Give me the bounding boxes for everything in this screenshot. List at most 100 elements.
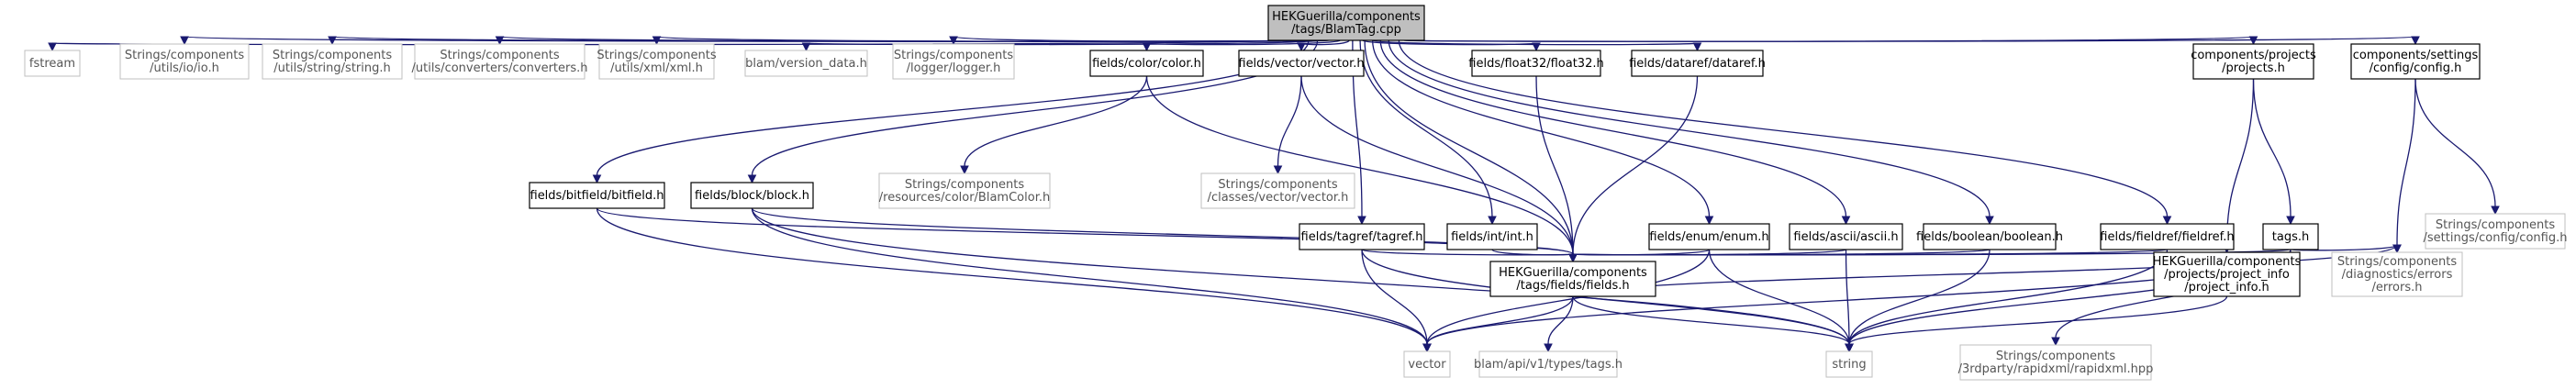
node-box [1631, 50, 1764, 77]
node-label: HEKGuerilla/components [1272, 10, 1421, 24]
node-label: fields/color/color.h [1092, 57, 1201, 71]
node-label: /classes/vector/vector.h [1208, 191, 1349, 205]
node-label: Strings/components [597, 49, 716, 62]
node-label: fields/bitfield/bitfield.h [530, 189, 664, 203]
edge-tagref-to-vector_std [1361, 249, 1432, 353]
node-box [2425, 213, 2566, 250]
node-box [1267, 5, 1425, 41]
node-label: fields/boolean/boolean.h [1916, 230, 2063, 244]
node-box [529, 182, 665, 209]
node-label: Strings/components [905, 178, 1024, 192]
node-bitfield[interactable]: fields/bitfield/bitfield.h [529, 182, 665, 209]
node-label: /diagnostics/errors [2342, 268, 2453, 282]
node-box [744, 50, 868, 77]
node-errors: Strings/components/diagnostics/errors/er… [2331, 251, 2463, 297]
node-label: /utils/string/string.h [273, 61, 390, 75]
node-box [119, 43, 250, 80]
node-dataref[interactable]: fields/dataref/dataref.h [1629, 50, 1766, 77]
node-settings_config: Strings/components/settings/config/confi… [2424, 213, 2567, 250]
node-box [414, 43, 585, 80]
node-color[interactable]: fields/color/color.h [1089, 50, 1204, 77]
node-tagref[interactable]: fields/tagref/tagref.h [1299, 223, 1425, 250]
node-blamcolor: Strings/components/resources/color/BlamC… [878, 172, 1051, 209]
node-box [24, 50, 81, 77]
node-label: fields/block/block.h [695, 189, 809, 203]
node-label: /utils/io/io.h [150, 61, 219, 75]
edge-config-to-settings_config [2414, 78, 2500, 216]
node-label: fields/ascii/ascii.h [1793, 230, 1898, 244]
edge-root-to-config [1412, 36, 2420, 46]
node-box [2350, 43, 2481, 80]
node-label: fields/tagref/tagref.h [1301, 230, 1423, 244]
node-vector_h[interactable]: fields/vector/vector.h [1238, 50, 1365, 77]
node-label: /config/config.h [2370, 61, 2462, 75]
node-label: blam/version_data.h [745, 57, 867, 71]
edge-enum_h-to-fields_h [1568, 249, 1711, 263]
edge-root-to-version [801, 39, 1321, 52]
node-fields_h[interactable]: HEKGuerilla/components/tags/fields/field… [1489, 261, 1656, 297]
edge-root-to-int_h [1359, 39, 1497, 226]
node-label: fields/enum/enum.h [1649, 230, 1768, 244]
edge-root-to-enum_h [1372, 39, 1714, 226]
node-label: components/projects [2191, 49, 2316, 62]
node-label: /projects.h [2222, 61, 2285, 75]
node-int_h[interactable]: fields/int/int.h [1446, 223, 1538, 250]
node-vector_std: vector [1403, 350, 1451, 378]
node-label: Strings/components [440, 49, 559, 62]
node-label: HEKGuerilla/components [1499, 266, 1647, 280]
node-box [690, 182, 814, 209]
node-box [2192, 43, 2314, 80]
node-logger: Strings/components/logger/logger.h [892, 43, 1015, 80]
node-root[interactable]: HEKGuerilla/components/tags/BlamTag.cpp [1267, 5, 1425, 41]
node-enum_h[interactable]: fields/enum/enum.h [1648, 223, 1770, 250]
node-label: components/settings [2353, 49, 2479, 62]
node-projects[interactable]: components/projects/projects.h [2191, 43, 2316, 80]
node-float32[interactable]: fields/float32/float32.h [1468, 50, 1604, 77]
node-label: tags.h [2272, 230, 2309, 244]
node-boolean[interactable]: fields/boolean/boolean.h [1916, 223, 2063, 250]
edge-tagref-to-fields_h [1361, 249, 1578, 263]
edge-vector_h-to-cvector [1273, 75, 1302, 175]
edge-color-to-blamcolor [960, 75, 1148, 175]
node-rapidxml: Strings/components/3rdparty/rapidxml/rap… [1958, 344, 2154, 381]
edge-root-to-color [1142, 39, 1342, 52]
node-box [1200, 172, 1355, 209]
node-label: fields/vector/vector.h [1238, 57, 1364, 71]
node-label: fstream [29, 57, 75, 71]
node-box [1959, 344, 2152, 381]
edge-root-to-dataref [1371, 39, 1702, 52]
node-block[interactable]: fields/block/block.h [690, 182, 814, 209]
nodes: HEKGuerilla/components/tags/BlamTag.cpp f… [24, 5, 2567, 381]
node-string_h: Strings/components/utils/string/string.h [262, 43, 403, 80]
node-box [1478, 350, 1618, 378]
node-tags_h[interactable]: tags.h [2262, 223, 2319, 250]
node-fieldref[interactable]: fields/fieldref/fieldref.h [2100, 223, 2235, 250]
node-box [2153, 251, 2301, 297]
node-label: /resources/color/BlamColor.h [879, 191, 1050, 205]
node-box [1471, 50, 1601, 77]
node-label: string [1832, 358, 1866, 372]
node-box [598, 43, 715, 80]
edge-root-to-ascii [1379, 39, 1851, 226]
node-label: HEKGuerilla/components [2153, 255, 2302, 269]
node-label: /errors.h [2372, 281, 2423, 295]
node-box [1489, 261, 1656, 297]
node-label: /projects/project_info [2164, 268, 2290, 282]
node-label: fields/fieldref/fieldref.h [2100, 230, 2234, 244]
node-apitags: blam/api/v1/types/tags.h [1474, 350, 1623, 378]
node-box [1446, 223, 1538, 250]
edge-project_info-to-string_std [1845, 295, 2228, 353]
node-label: /3rdparty/rapidxml/rapidxml.hpp [1958, 362, 2154, 376]
edge-projects-to-tags_h [2252, 78, 2295, 226]
node-label: Strings/components [2337, 255, 2457, 269]
node-project_info[interactable]: HEKGuerilla/components/projects/project_… [2153, 251, 2302, 297]
node-config[interactable]: components/settings/config/config.h [2350, 43, 2481, 80]
edges [48, 36, 2500, 353]
node-label: Strings/components [2436, 218, 2555, 232]
node-box [1299, 223, 1425, 250]
node-box [878, 172, 1051, 209]
edge-fieldref-to-string_std [1845, 249, 2169, 353]
node-ascii[interactable]: fields/ascii/ascii.h [1789, 223, 1903, 250]
node-box [1923, 223, 2057, 250]
